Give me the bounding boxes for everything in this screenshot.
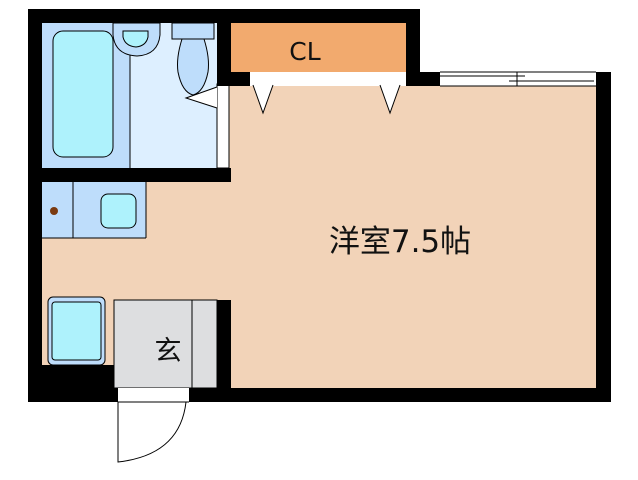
sliding-window-icon[interactable] [440, 71, 596, 87]
walls [28, 9, 611, 402]
sink-icon [100, 193, 137, 229]
closet-door-swing-right-icon [379, 84, 401, 115]
western-room-label: 洋室7.5帖 [329, 224, 471, 260]
entrance-door[interactable] [118, 388, 189, 402]
toilet-icon [171, 22, 215, 40]
bathroom-door[interactable] [216, 83, 230, 169]
entrance-floor [113, 299, 218, 389]
stove-icon [50, 207, 58, 215]
closet-floor [231, 23, 406, 72]
bathtub-icon [52, 30, 114, 158]
closet-label: CL [289, 37, 320, 66]
entrance-label: 玄 [155, 336, 182, 367]
bathroom-door-swing-icon [184, 86, 218, 109]
closet-door-swing-left-icon [252, 84, 274, 115]
closet-door[interactable] [250, 72, 406, 85]
entrance-door-swing-icon [117, 401, 187, 463]
